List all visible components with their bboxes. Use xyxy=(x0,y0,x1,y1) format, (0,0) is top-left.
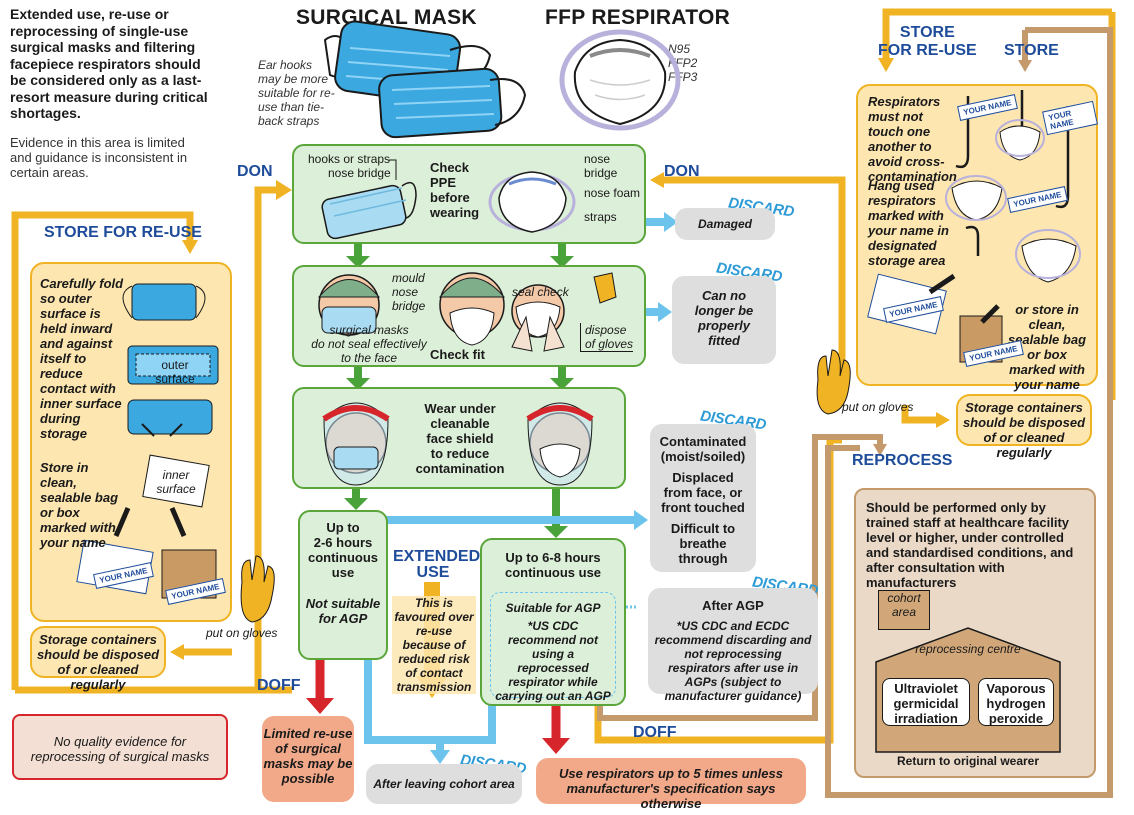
surgical-mask-heading: SURGICAL MASK xyxy=(296,6,477,29)
return-wearer: Return to original wearer xyxy=(896,754,1040,768)
fold-text: Carefully fold so outer surface is held … xyxy=(40,276,124,441)
check-fit-drawing xyxy=(317,272,617,352)
uv-box: Ultraviolet germicidal irradiation xyxy=(882,678,970,726)
ear-hooks-note: Ear hooks may be more suitable for re-us… xyxy=(258,58,335,128)
mould-label: mould nose bridge xyxy=(392,271,426,313)
store-right-box: Respirators must not touch one another t… xyxy=(856,84,1098,392)
discard-cohort-box: After leaving cohort area xyxy=(366,764,522,804)
surgical-duration: Up to 2-6 hours continuous use xyxy=(307,520,379,580)
reprocess-text: Should be performed only by trained staf… xyxy=(866,500,1074,590)
face-shield-title: Wear under cleanable face shield to redu… xyxy=(415,401,505,476)
discard-damaged-box: Damaged xyxy=(675,208,775,240)
doff-label-right: DOFF xyxy=(633,724,677,741)
check-ppe-box: hooks or straps nose bridge Check PPE be… xyxy=(292,144,646,244)
cohort-area-box: cohort area xyxy=(878,590,930,630)
store-label-right: STORE xyxy=(1004,42,1059,59)
put-on-gloves-left: put on gloves xyxy=(206,626,278,640)
extended-use-label: EXTENDED USE xyxy=(393,548,481,581)
intro-evidence: Evidence in this area is limited and gui… xyxy=(10,135,188,180)
hang-text: Hang used respirators marked with your n… xyxy=(868,178,949,268)
reprocessing-centre-label: reprocessing centre xyxy=(915,642,1021,656)
not-touch-text: Respirators must not touch one another t… xyxy=(868,94,957,184)
agp-note: *US CDC recommend not using a reprocesse… xyxy=(495,619,611,703)
put-on-gloves-right: put on gloves xyxy=(842,400,914,414)
surgical-use-box: Up to 2-6 hours continuous use Not suita… xyxy=(298,510,388,660)
doff-label-left: DOFF xyxy=(257,677,301,694)
check-mask-drawing xyxy=(321,159,576,240)
store-reuse-label-right: STORE FOR RE-USE xyxy=(878,24,977,59)
vhp-box: Vaporous hydrogen peroxide xyxy=(978,678,1054,726)
reprocess-label: REPROCESS xyxy=(852,452,953,469)
agp-suitable-box: Suitable for AGP *US CDC recommend not u… xyxy=(490,592,616,703)
not-seal-label: surgical masks do not seal effectively t… xyxy=(311,323,427,365)
ffp-respirator-heading: FFP RESPIRATOR xyxy=(545,6,731,29)
agp-title: Suitable for AGP xyxy=(505,601,601,615)
mask-nose-bridge-label: nose bridge xyxy=(328,166,391,180)
resp-duration: Up to 6-8 hours continuous use xyxy=(504,550,602,580)
after-agp-title: After AGP xyxy=(702,598,764,613)
face-shield-box: Wear under cleanable face shield to redu… xyxy=(292,387,626,489)
use-five-times-box: Use respirators up to 5 times unless man… xyxy=(536,758,806,811)
check-fit-box: mould nose bridge surgical masks do not … xyxy=(292,265,646,367)
after-agp-text: *US CDC and ECDC recommend discarding an… xyxy=(654,619,812,703)
surgical-agp: Not suitable for AGP xyxy=(305,596,381,626)
store-left-containers-box: Storage containers should be disposed of… xyxy=(30,626,166,692)
seal-check-label: seal check xyxy=(512,285,569,299)
straps-label: straps xyxy=(584,210,617,224)
reprocessing-centre-house xyxy=(875,627,1061,753)
check-fit-title: Check fit xyxy=(430,347,485,362)
discard-contaminated-box: Contaminated (moist/soiled) Displaced fr… xyxy=(650,424,756,572)
respirator-use-box: Up to 6-8 hours continuous use Suitable … xyxy=(480,538,626,706)
don-label-right: DON xyxy=(664,163,700,180)
face-shield-drawing xyxy=(322,402,594,486)
store-reuse-label-left: STORE FOR RE-USE xyxy=(44,224,202,241)
no-evidence-box: No quality evidence for reprocessing of … xyxy=(12,714,228,780)
hooks-label: hooks or straps xyxy=(308,152,391,166)
store-left-box: Carefully fold so outer surface is held … xyxy=(30,262,232,622)
store-right-containers-box: Storage containers should be disposed of… xyxy=(956,394,1092,460)
displaced-text: Displaced from face, or front touched xyxy=(661,470,745,515)
reprocess-box: Should be performed only by trained staf… xyxy=(854,488,1096,778)
outer-surface-label: outer surface xyxy=(155,358,195,386)
extended-use-text: This is favoured over re-use because of … xyxy=(392,596,476,694)
contaminated-text: Contaminated (moist/soiled) xyxy=(659,434,747,464)
discard-not-fitted-box: Can no longer be properly fitted xyxy=(672,276,776,364)
nose-foam-label: nose foam xyxy=(584,186,641,200)
or-store-text: or store in clean, sealable bag or box m… xyxy=(1007,302,1087,392)
intro-warning: Extended use, re-use or reprocessing of … xyxy=(10,6,208,121)
don-label-left: DON xyxy=(237,163,273,180)
dispose-gloves-label: dispose of gloves xyxy=(580,323,634,352)
discard-after-agp-box: After AGP *US CDC and ECDC recommend dis… xyxy=(648,588,818,703)
inner-surface-label: inner surface xyxy=(156,468,196,496)
check-ppe-title: Check PPE before wearing xyxy=(430,160,480,220)
resp-nose-bridge-label: nose bridge xyxy=(584,152,618,180)
store-bag-text: Store in clean, sealable bag or box mark… xyxy=(40,460,119,550)
difficult-text: Difficult to breathe through xyxy=(670,521,736,566)
limited-reuse-box: Limited re-use of surgical masks may be … xyxy=(262,716,354,802)
